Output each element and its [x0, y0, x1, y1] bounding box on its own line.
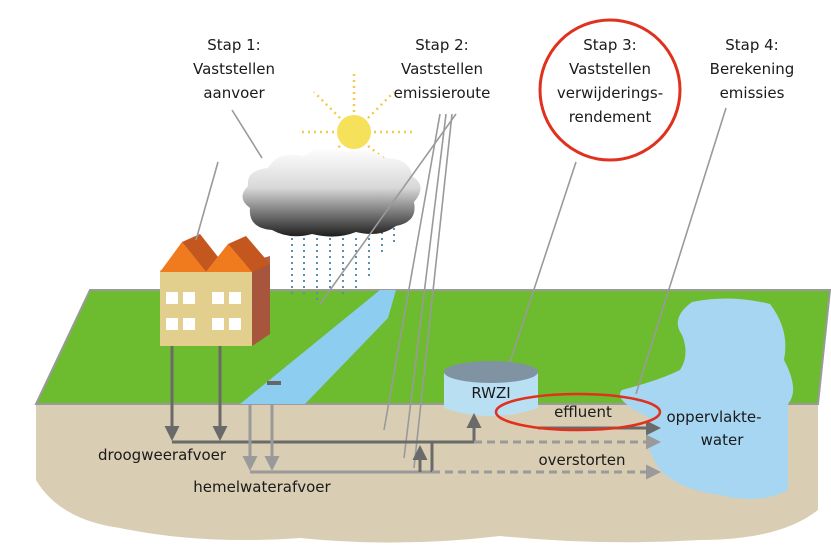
step-3-highlight-circle — [538, 18, 682, 162]
step-2-label: Stap 2: Vaststellen emissieroute — [394, 36, 491, 102]
canal — [240, 290, 396, 404]
svg-text:emissieroute: emissieroute — [394, 84, 491, 102]
svg-text:Berekening: Berekening — [710, 60, 795, 78]
leader-lines — [195, 107, 727, 469]
svg-text:rendement: rendement — [569, 108, 652, 126]
svg-text:Stap 4:: Stap 4: — [725, 36, 778, 54]
surface-water-label-2: water — [701, 431, 745, 449]
svg-text:emissies: emissies — [720, 84, 785, 102]
svg-text:verwijderings-: verwijderings- — [557, 84, 663, 102]
svg-text:Vaststellen: Vaststellen — [569, 60, 651, 78]
droogweerafvoer-label: droogweerafvoer — [98, 446, 227, 464]
step-3-label: Stap 3: Vaststellen verwijderings- rende… — [538, 18, 682, 162]
effluent-label: effluent — [554, 403, 612, 421]
svg-text:Stap 1:: Stap 1: — [207, 36, 260, 54]
svg-text:Vaststellen: Vaststellen — [193, 60, 275, 78]
sewer-network — [164, 346, 661, 480]
svg-text:Stap 3:: Stap 3: — [583, 36, 636, 54]
step-4-label: Stap 4: Berekening emissies — [710, 36, 795, 102]
svg-text:Vaststellen: Vaststellen — [401, 60, 483, 78]
effluent-highlight — [494, 392, 662, 432]
houses — [160, 234, 270, 346]
step-1-label: Stap 1: Vaststellen aanvoer — [193, 36, 275, 102]
cloud-icon — [242, 147, 421, 237]
surface-water — [619, 298, 794, 499]
rain-icon — [291, 222, 395, 300]
svg-text:aanvoer: aanvoer — [203, 84, 265, 102]
surface-water-label-1: oppervlakte- — [666, 408, 761, 426]
overstorten-label: overstorten — [538, 451, 625, 469]
svg-text:Stap 2:: Stap 2: — [415, 36, 468, 54]
rwzi-label: RWZI — [471, 384, 510, 402]
rwzi-tank: RWZI — [444, 361, 538, 416]
hemelwaterafvoer-label: hemelwaterafvoer — [193, 478, 331, 496]
